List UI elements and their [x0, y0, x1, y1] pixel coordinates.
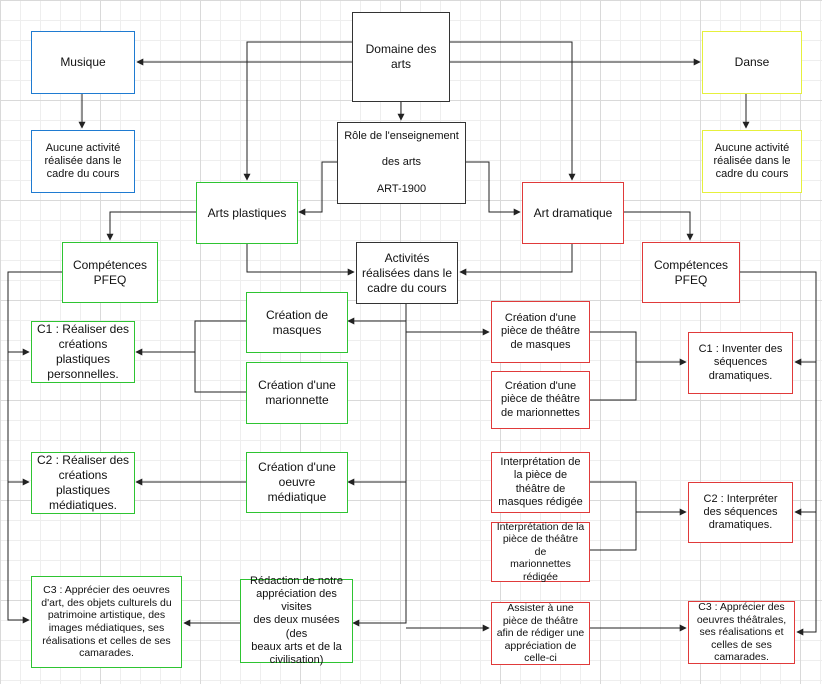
node-competences-pfeq-left[interactable]: Compétences PFEQ — [62, 242, 158, 303]
node-role-enseignement[interactable]: Rôle de l'enseignement des arts ART-1900 — [337, 122, 466, 204]
node-danse[interactable]: Danse — [702, 31, 802, 94]
edge-ad-competences — [624, 211, 694, 241]
node-creation-oeuvre-mediatique[interactable]: Création d'une oeuvre médiatique — [246, 452, 348, 513]
edge-domaine-arts-plastiques — [243, 41, 352, 181]
node-c3-apprecier-oeuvres-theatrales[interactable]: C3 : Apprécier des oeuvres théâtrales, s… — [688, 601, 795, 664]
node-domaine-des-arts[interactable]: Domaine des arts — [352, 12, 450, 102]
edge-comp-right-bus — [740, 271, 817, 636]
node-musique-aucune-activite[interactable]: Aucune activité réalisée dans le cadre d… — [31, 130, 135, 193]
edge-comp-left-bus — [7, 271, 62, 624]
node-assister-piece-theatre[interactable]: Assister à une pièce de théâtre afin de … — [491, 602, 590, 665]
node-arts-plastiques[interactable]: Arts plastiques — [196, 182, 298, 244]
node-c1-inventer-sequences[interactable]: C1 : Inventer des séquences dramatiques. — [688, 332, 793, 394]
node-activites-realisees[interactable]: Activités réalisées dans le cadre du cou… — [356, 242, 458, 304]
node-piece-theatre-marionnettes[interactable]: Création d'une pièce de théâtre de mario… — [491, 371, 590, 429]
node-art-dramatique[interactable]: Art dramatique — [522, 182, 624, 244]
node-c2-interpreter-sequences[interactable]: C2 : Interpréter des séquences dramatiqu… — [688, 482, 793, 543]
edge-interp-c2 — [590, 481, 637, 551]
node-interpretation-marionnettes[interactable]: Interprétation de la pièce de théâtre de… — [491, 521, 590, 583]
node-c1-realiser-creations-personnelles[interactable]: C1 : Réaliser des créations plastiques p… — [31, 321, 135, 383]
node-c2-realiser-creations-mediatiques[interactable]: C2 : Réaliser des créations plastiques m… — [31, 452, 135, 514]
edge-domaine-art-dramatique — [449, 41, 576, 181]
edge-ap-competences — [106, 211, 196, 241]
node-creation-masques[interactable]: Création de masques — [246, 292, 348, 353]
edge-ad-activites — [459, 244, 573, 276]
node-musique[interactable]: Musique — [31, 31, 135, 94]
edge-activites-trunk-left — [352, 304, 407, 627]
edge-pieces-c1 — [590, 331, 637, 401]
edge-role-arts-plastiques — [298, 161, 337, 216]
node-creation-marionnette[interactable]: Création d'une marionnette — [246, 362, 348, 424]
edge-role-art-dramatique — [466, 161, 521, 216]
edge-ap-activites — [246, 244, 355, 276]
node-competences-pfeq-right[interactable]: Compétences PFEQ — [642, 242, 740, 303]
node-redaction-appreciation[interactable]: Rédaction de notre appréciation des visi… — [240, 575, 353, 666]
node-interpretation-masques[interactable]: Interprétation de la pièce de théâtre de… — [491, 452, 590, 513]
edge-masques-c1 — [194, 320, 246, 393]
node-c3-apprecier-oeuvres-art[interactable]: C3 : Apprécier des oeuvres d'art, des ob… — [31, 576, 182, 668]
node-piece-theatre-masques[interactable]: Création d'une pièce de théâtre de masqu… — [491, 301, 590, 363]
node-danse-aucune-activite[interactable]: Aucune activité réalisée dans le cadre d… — [702, 130, 802, 193]
